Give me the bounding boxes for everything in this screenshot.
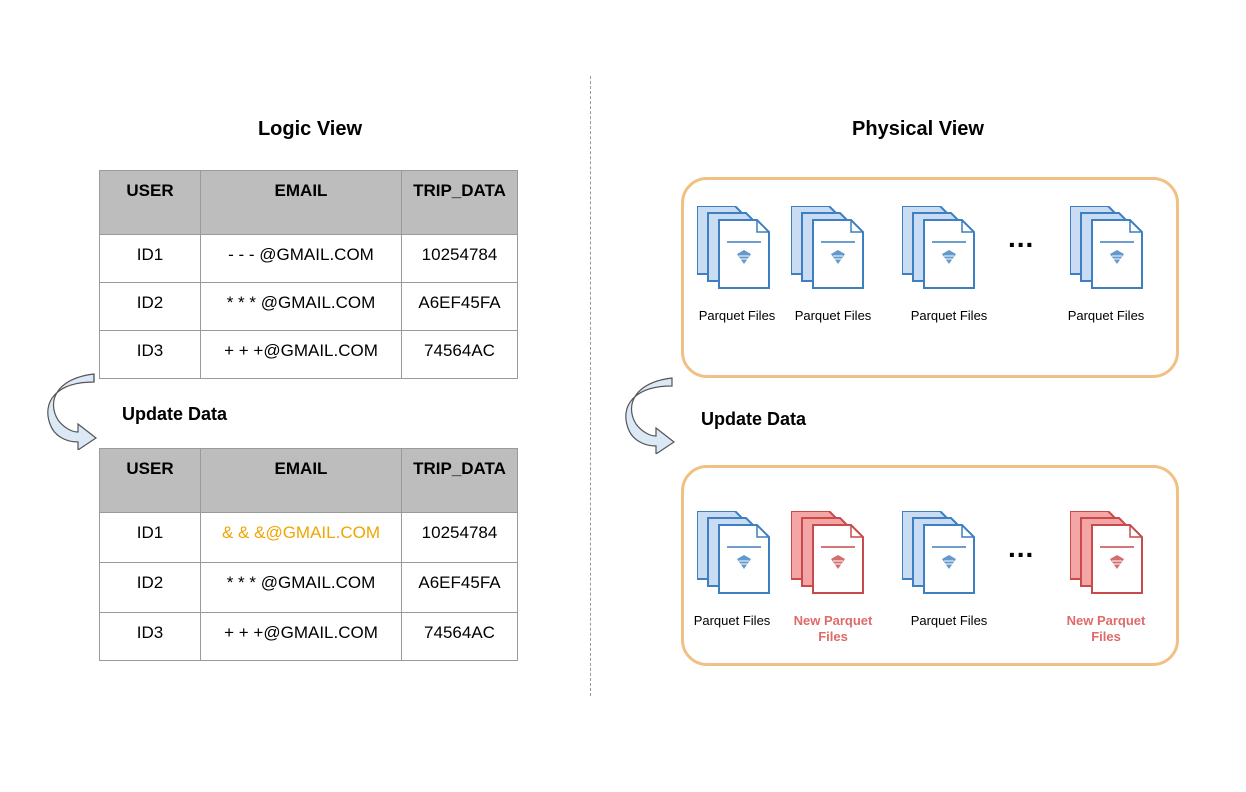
parquet-files-icon — [696, 510, 771, 594]
parquet-files-icon — [901, 510, 976, 594]
curved-arrow-icon — [47, 373, 98, 450]
curved-arrow-icon — [625, 377, 676, 454]
parquet-files-icon — [696, 205, 771, 289]
file-label: Parquet Files — [910, 308, 988, 323]
file-label: Parquet Files — [794, 308, 872, 323]
logic-view-title: Logic View — [257, 118, 363, 140]
logic-table-after: USER EMAIL TRIP_DATA ID1 & & &@GMAIL.COM… — [99, 448, 518, 661]
file-label: Parquet Files — [693, 613, 771, 628]
physical-update-label: Update Data — [701, 409, 807, 429]
file-label-new: New Parquet Files — [793, 613, 873, 644]
header-user: USER — [99, 170, 201, 235]
cell-user: ID1 — [99, 512, 201, 563]
cell-user: ID1 — [99, 234, 201, 283]
logic-update-label: Update Data — [122, 404, 228, 424]
file-label: Parquet Files — [698, 308, 776, 323]
header-user: USER — [99, 448, 201, 513]
cell-trip-data: 74564AC — [401, 612, 518, 661]
cell-email: + + +@GMAIL.COM — [200, 330, 402, 379]
ellipsis: ... — [1008, 222, 1035, 253]
cell-email: * * * @GMAIL.COM — [200, 562, 402, 613]
cell-trip-data: A6EF45FA — [401, 562, 518, 613]
header-email: EMAIL — [200, 170, 402, 235]
view-divider — [590, 76, 591, 696]
cell-user: ID2 — [99, 282, 201, 331]
table-row: ID3 + + +@GMAIL.COM 74564AC — [99, 612, 518, 661]
file-label: Parquet Files — [1067, 308, 1145, 323]
header-email: EMAIL — [200, 448, 402, 513]
cell-email: - - - @GMAIL.COM — [200, 234, 402, 283]
table-row: ID1 & & &@GMAIL.COM 10254784 — [99, 512, 518, 563]
physical-view-title: Physical View — [852, 118, 984, 140]
parquet-files-icon — [901, 205, 976, 289]
table-row: ID2 * * * @GMAIL.COM A6EF45FA — [99, 282, 518, 331]
header-trip-data: TRIP_DATA — [401, 448, 518, 513]
cell-user: ID2 — [99, 562, 201, 613]
cell-email: + + +@GMAIL.COM — [200, 612, 402, 661]
new-parquet-files-icon — [1069, 510, 1144, 594]
table-row: ID3 + + +@GMAIL.COM 74564AC — [99, 330, 518, 379]
new-parquet-files-icon — [790, 510, 865, 594]
cell-trip-data: 74564AC — [401, 330, 518, 379]
table-row: ID2 * * * @GMAIL.COM A6EF45FA — [99, 562, 518, 613]
cell-email: * * * @GMAIL.COM — [200, 282, 402, 331]
cell-trip-data: 10254784 — [401, 234, 518, 283]
cell-user: ID3 — [99, 612, 201, 661]
file-label-new: New Parquet Files — [1066, 613, 1146, 644]
file-label: Parquet Files — [910, 613, 988, 628]
cell-trip-data: A6EF45FA — [401, 282, 518, 331]
ellipsis: ... — [1008, 532, 1035, 563]
parquet-files-icon — [1069, 205, 1144, 289]
header-trip-data: TRIP_DATA — [401, 170, 518, 235]
cell-email-updated: & & &@GMAIL.COM — [200, 512, 402, 563]
cell-user: ID3 — [99, 330, 201, 379]
parquet-files-icon — [790, 205, 865, 289]
logic-table-before: USER EMAIL TRIP_DATA ID1 - - - @GMAIL.CO… — [99, 170, 518, 379]
table-row: ID1 - - - @GMAIL.COM 10254784 — [99, 234, 518, 283]
cell-trip-data: 10254784 — [401, 512, 518, 563]
